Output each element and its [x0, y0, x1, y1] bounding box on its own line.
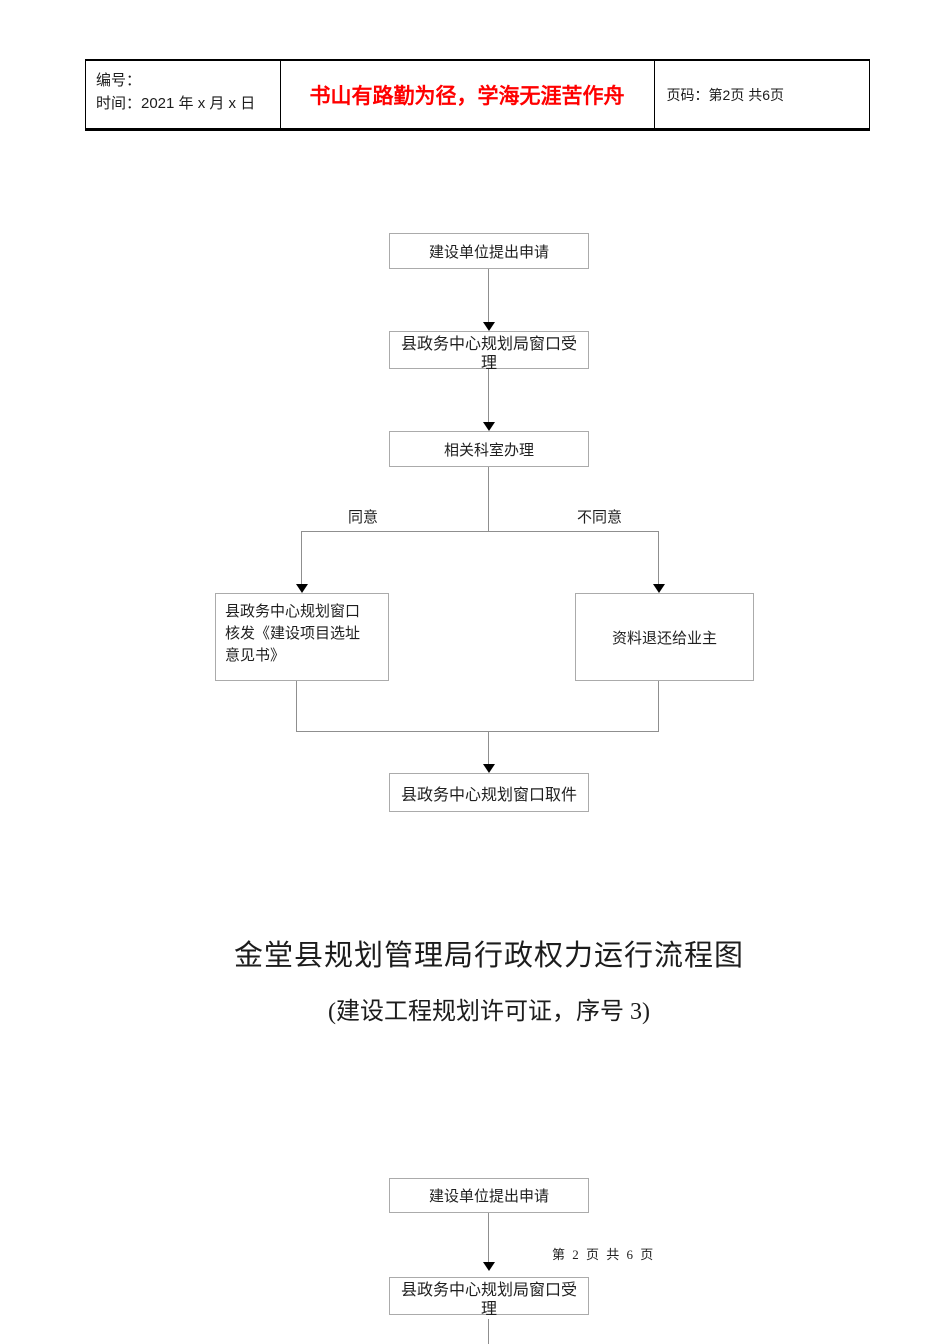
flow1-box-issue-line3: 意见书》 — [225, 647, 286, 664]
flow1-branch-left-vline — [301, 531, 302, 584]
flow1-merge-right-vline — [658, 681, 659, 731]
document-subtitle: (建设工程规划许可证，序号 3) — [328, 999, 650, 1025]
date-label: 时间：2021 年 x 月 x 日 — [96, 95, 256, 112]
motto-text: 书山有路勤为径，学海无涯苦作舟 — [309, 84, 625, 108]
header-page-cell: 页码：第2页 共6页 — [655, 61, 869, 128]
flow2-connector-2 — [488, 1319, 489, 1344]
page-header-table: 编号： 时间：2021 年 x 月 x 日 书山有路勤为径，学海无涯苦作舟 页码… — [85, 59, 870, 131]
flow1-arrowhead-right — [653, 584, 665, 593]
flow2-box-apply: 建设单位提出申请 — [389, 1178, 589, 1213]
header-motto-cell: 书山有路勤为径，学海无涯苦作舟 — [281, 61, 655, 128]
flow1-box-issue: 县政务中心规划窗口 核发《建设项目选址 意见书》 — [215, 593, 389, 681]
page-number-label: 页码：第2页 共6页 — [666, 86, 784, 103]
flow1-connector-2 — [488, 369, 489, 422]
flow1-box-return-label: 资料退还给业主 — [611, 629, 717, 647]
flow1-box-apply: 建设单位提出申请 — [389, 233, 589, 269]
flow1-box-department: 相关科室办理 — [389, 431, 589, 467]
flow1-box-return: 资料退还给业主 — [575, 593, 754, 681]
flow1-box-pickup-tail: 取件 — [545, 786, 578, 804]
flow1-box-accept-line2: 理 — [480, 355, 497, 372]
flow1-box-accept-line1: 县政务中心规划局窗口受 — [400, 336, 577, 353]
flow1-label-agree: 同意 — [348, 510, 379, 526]
flow1-arrowhead-3 — [483, 764, 495, 773]
document-title: 金堂县规划管理局行政权力运行流程图 — [233, 940, 744, 972]
flow1-branch-hline — [301, 531, 659, 532]
flow1-label-disagree: 不同意 — [577, 510, 623, 526]
flow1-box-pickup: 县政务中心规划窗口取件 — [389, 773, 589, 812]
flow2-box-apply-label: 建设单位提出申请 — [428, 1189, 549, 1205]
flow2-connector-1 — [488, 1213, 489, 1262]
flow1-branch-right-vline — [658, 531, 659, 584]
flow1-arrowhead-2 — [483, 422, 495, 431]
page-footer: 第 2 页 共 6 页 — [552, 1247, 656, 1262]
flow1-connector-3 — [488, 467, 489, 531]
flow2-box-window-accept: 县政务中心规划局窗口受 理 — [389, 1277, 589, 1318]
flow1-connector-1 — [488, 269, 489, 322]
flow1-arrowhead-1 — [483, 322, 495, 331]
flow2-box-accept-line2: 理 — [480, 1301, 497, 1318]
flow2-box-accept-line1: 县政务中心规划局窗口受 — [400, 1282, 577, 1299]
flow1-box-pickup-main: 县政务中心规划窗口 — [400, 786, 545, 804]
flow1-box-issue-line2: 核发《建设项目选址 — [225, 625, 361, 642]
flow1-box-issue-line1: 县政务中心规划窗口 — [225, 603, 361, 620]
flow2-arrowhead-1 — [483, 1262, 495, 1271]
flow1-box-department-label: 相关科室办理 — [443, 442, 534, 459]
flow1-box-window-accept: 县政务中心规划局窗口受 理 — [389, 331, 589, 372]
serial-number-label: 编号： — [96, 72, 142, 89]
flow1-box-apply-label: 建设单位提出申请 — [428, 244, 549, 261]
flow1-merge-left-vline — [296, 681, 297, 731]
flow1-merge-hline — [296, 731, 659, 732]
flow1-arrowhead-left — [296, 584, 308, 593]
header-left-cell: 编号： 时间：2021 年 x 月 x 日 — [86, 61, 281, 128]
flow1-connector-4 — [488, 731, 489, 764]
